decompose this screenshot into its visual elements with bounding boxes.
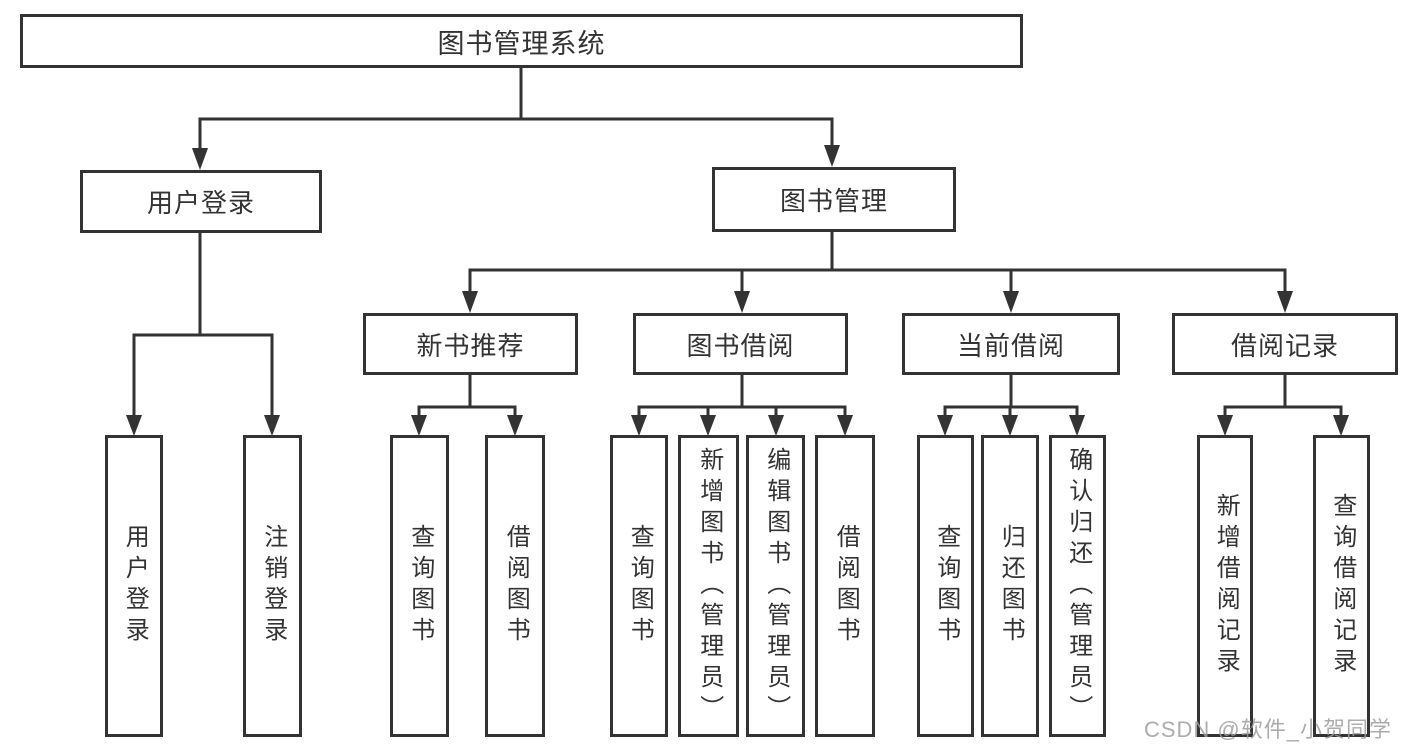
leaf-box-query-borrow-record: 查询借阅记录 <box>1313 435 1370 737</box>
leaf-label: 借阅图书 <box>832 524 860 648</box>
arrowhead <box>631 415 647 436</box>
arrowhead <box>507 415 523 436</box>
arrowhead <box>700 415 716 436</box>
module-label: 图书借阅 <box>686 330 795 361</box>
arrowhead <box>824 145 840 167</box>
leaf-box-add-books-admin: 新增图书（管理员） <box>678 435 739 737</box>
module-box-new-book-recommend: 新书推荐 <box>363 313 578 375</box>
leaf-box-borrow-books-1: 借阅图书 <box>485 435 545 737</box>
arrowhead <box>192 148 208 170</box>
arrowhead <box>411 415 427 436</box>
arrowhead <box>1277 291 1293 313</box>
module-box-current-borrow: 当前借阅 <box>902 313 1120 375</box>
leaf-box-borrow-books-2: 借阅图书 <box>815 435 875 737</box>
leaf-box-user-login: 用户登录 <box>105 435 163 737</box>
leaf-label: 用户登录 <box>121 524 149 648</box>
leaf-label: 查询图书 <box>626 524 654 648</box>
leaf-label: 查询图书 <box>406 524 434 648</box>
leaf-label: 查询借阅记录 <box>1328 493 1356 679</box>
leaf-box-query-books-1: 查询图书 <box>390 435 449 737</box>
leaf-box-return-books: 归还图书 <box>981 435 1039 737</box>
arrowhead <box>264 415 280 436</box>
root-label: 图书管理系统 <box>437 28 606 59</box>
leaf-box-add-borrow-record: 新增借阅记录 <box>1197 435 1253 737</box>
arrowhead <box>126 415 142 436</box>
leaf-label: 借阅图书 <box>502 524 530 648</box>
arrowhead <box>462 291 478 313</box>
module-box-borrow-records: 借阅记录 <box>1172 313 1398 375</box>
arrowhead <box>837 415 853 436</box>
branch-label: 用户登录 <box>146 188 255 218</box>
arrowhead <box>937 415 953 436</box>
leaf-box-logout: 注销登录 <box>243 435 302 737</box>
module-label: 新书推荐 <box>416 330 525 361</box>
leaf-box-confirm-return-admin: 确认归还（管理员） <box>1049 435 1106 737</box>
arrowhead <box>1333 415 1349 436</box>
leaf-label: 注销登录 <box>259 524 287 648</box>
arrowhead <box>1217 415 1233 436</box>
leaf-label: 新增图书（管理员） <box>695 446 723 726</box>
watermark: CSDN @软件_小贺同学 <box>1143 717 1392 742</box>
module-label: 当前借阅 <box>956 330 1065 361</box>
leaf-label: 编辑图书（管理员） <box>762 446 790 726</box>
leaf-box-edit-books-admin: 编辑图书（管理员） <box>746 435 805 737</box>
leaf-label: 新增借阅记录 <box>1212 493 1240 679</box>
root-box-library-system: 图书管理系统 <box>20 14 1023 68</box>
branch-label: 图书管理 <box>779 186 888 216</box>
branch-box-user-login: 用户登录 <box>80 170 322 233</box>
leaf-label: 归还图书 <box>997 524 1025 648</box>
leaf-label: 查询图书 <box>932 524 960 648</box>
module-box-book-borrow: 图书借阅 <box>633 313 848 375</box>
arrowhead <box>1002 415 1018 436</box>
arrowhead <box>734 291 750 313</box>
arrowhead <box>1003 291 1019 313</box>
module-label: 借阅记录 <box>1230 330 1339 361</box>
arrowhead <box>1069 415 1085 436</box>
leaf-box-query-books-3: 查询图书 <box>917 435 974 737</box>
branch-box-book-management: 图书管理 <box>712 167 956 232</box>
leaf-label: 确认归还（管理员） <box>1064 446 1092 726</box>
leaf-box-query-books-2: 查询图书 <box>610 435 668 737</box>
arrowhead <box>768 415 784 436</box>
